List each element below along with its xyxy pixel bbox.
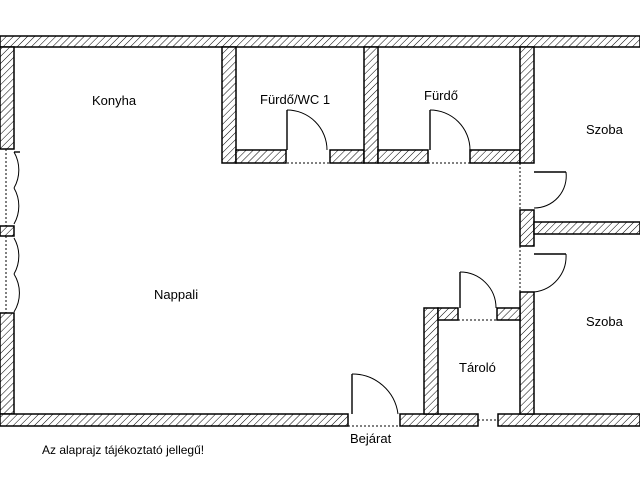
room-label-szoba-bottom: Szoba <box>586 314 624 329</box>
disclaimer-note: Az alaprajz tájékoztató jellegű! <box>42 443 204 457</box>
room-label-szoba-top: Szoba <box>586 122 624 137</box>
wall-kitchen-bath <box>221 46 237 164</box>
wall-storage-left <box>423 307 439 415</box>
room-label-nappali: Nappali <box>154 287 198 302</box>
wall-storage-top-a <box>437 307 459 321</box>
wall-bottom-left <box>0 413 349 427</box>
door-bedroom-bottom <box>519 246 567 293</box>
wall-storage-top-b <box>496 307 521 321</box>
wall-bath2-bottom-a <box>377 149 429 164</box>
room-label-furdo: Fürdő <box>424 88 458 103</box>
door-bathroom-1 <box>286 109 330 164</box>
wall-bedrooms-divider <box>533 221 640 235</box>
entrance-label: Bejárat <box>350 431 392 446</box>
wall-bottom-far-right <box>497 413 640 427</box>
doors <box>5 109 567 427</box>
wall-bottom-right <box>399 413 479 427</box>
wall-left-upper <box>0 46 15 150</box>
door-bathroom-2 <box>428 109 471 164</box>
wall-bath1-bottom-b <box>329 149 365 164</box>
wall-bath2-right <box>519 46 535 164</box>
door-entrance <box>348 373 400 427</box>
wall-bath2-bottom-b <box>469 149 521 164</box>
room-label-furdo-wc: Fürdő/WC 1 <box>260 92 330 107</box>
door-storage <box>458 271 497 321</box>
wall-between-baths <box>363 46 379 164</box>
interior-walls <box>221 46 640 415</box>
room-label-konyha: Konyha <box>92 93 137 108</box>
wall-top <box>0 35 640 48</box>
door-bedroom-top <box>519 163 567 210</box>
room-label-tarolo: Tároló <box>459 360 496 375</box>
wall-left-pier <box>0 225 15 237</box>
door-balcony-upper <box>5 149 20 226</box>
wall-bath1-bottom-a <box>235 149 287 164</box>
wall-left-lower <box>0 312 15 415</box>
wall-bedroom-left-a <box>519 209 535 247</box>
door-balcony-lower <box>5 236 20 313</box>
wall-bedroom-left-b <box>519 291 535 415</box>
